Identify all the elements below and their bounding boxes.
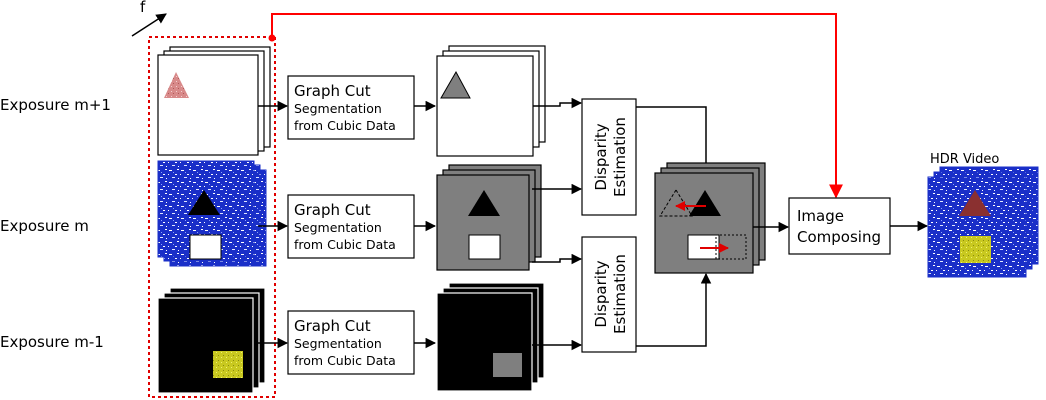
disparity-box-2: Disparity Estimation xyxy=(581,236,637,353)
segmentation-box-1: Graph Cut Segmentation from Cubic Data xyxy=(287,75,415,140)
row-label-exposure-m-plus-1: Exposure m+1 xyxy=(0,96,111,114)
image-composing-box: Image Composing xyxy=(788,197,891,255)
feedback-arrow xyxy=(271,13,843,199)
seg-line3: from Cubic Data xyxy=(294,353,396,368)
hdr-video-stack xyxy=(927,166,1039,278)
disparity-line2: Estimation xyxy=(611,254,629,334)
input-stack-exposure-m xyxy=(157,160,267,267)
arrow-seg1-to-disp1 xyxy=(533,97,583,109)
seg-title: Graph Cut xyxy=(294,201,371,219)
seg-line3: from Cubic Data xyxy=(294,237,396,252)
row-label-exposure-m-minus-1: Exposure m-1 xyxy=(0,333,104,351)
arrow-disp1-to-warp xyxy=(636,106,712,176)
segmentation-box-2: Graph Cut Segmentation from Cubic Data xyxy=(287,194,415,259)
yellow-square xyxy=(960,236,991,263)
aligned-stack xyxy=(654,162,766,274)
composing-line2: Composing xyxy=(797,228,881,246)
segmented-stack-2 xyxy=(436,164,542,271)
gray-triangle xyxy=(440,70,471,99)
input-sequence-frame xyxy=(148,36,276,398)
pink-triangle xyxy=(164,72,189,98)
seg-line3: from Cubic Data xyxy=(294,118,396,133)
seg-title: Graph Cut xyxy=(294,317,371,335)
input-stack-exposure-m-plus-1 xyxy=(157,46,271,156)
frame-axis-label: f xyxy=(140,0,146,16)
disparity-line1: Disparity xyxy=(592,123,610,190)
black-triangle xyxy=(468,190,500,216)
black-triangle xyxy=(689,190,721,216)
white-square xyxy=(189,234,222,260)
disparity-line2: Estimation xyxy=(611,117,629,197)
black-triangle xyxy=(188,190,220,215)
dark-red-triangle xyxy=(959,190,991,216)
gray-square xyxy=(493,353,522,377)
segmented-stack-1 xyxy=(436,45,546,157)
segmented-stack-3 xyxy=(436,282,545,392)
seg-title: Graph Cut xyxy=(294,82,371,100)
segmentation-box-3: Graph Cut Segmentation from Cubic Data xyxy=(287,310,415,375)
seg-line2: Segmentation xyxy=(294,101,382,116)
white-square xyxy=(468,234,501,260)
output-label: HDR Video xyxy=(930,152,999,167)
seg-line2: Segmentation xyxy=(294,220,382,235)
frame-axis-arrow xyxy=(131,13,167,37)
disparity-line1: Disparity xyxy=(592,260,610,327)
row-label-exposure-m: Exposure m xyxy=(0,217,89,235)
yellow-square xyxy=(213,351,243,378)
composing-line1: Image xyxy=(797,207,844,225)
arrow-disp2-to-warp xyxy=(636,272,712,347)
seg-line2: Segmentation xyxy=(294,336,382,351)
arrow-seg2-to-disp2 xyxy=(532,253,583,265)
input-stack-exposure-m-minus-1 xyxy=(157,287,266,394)
disparity-box-1: Disparity Estimation xyxy=(581,98,637,216)
